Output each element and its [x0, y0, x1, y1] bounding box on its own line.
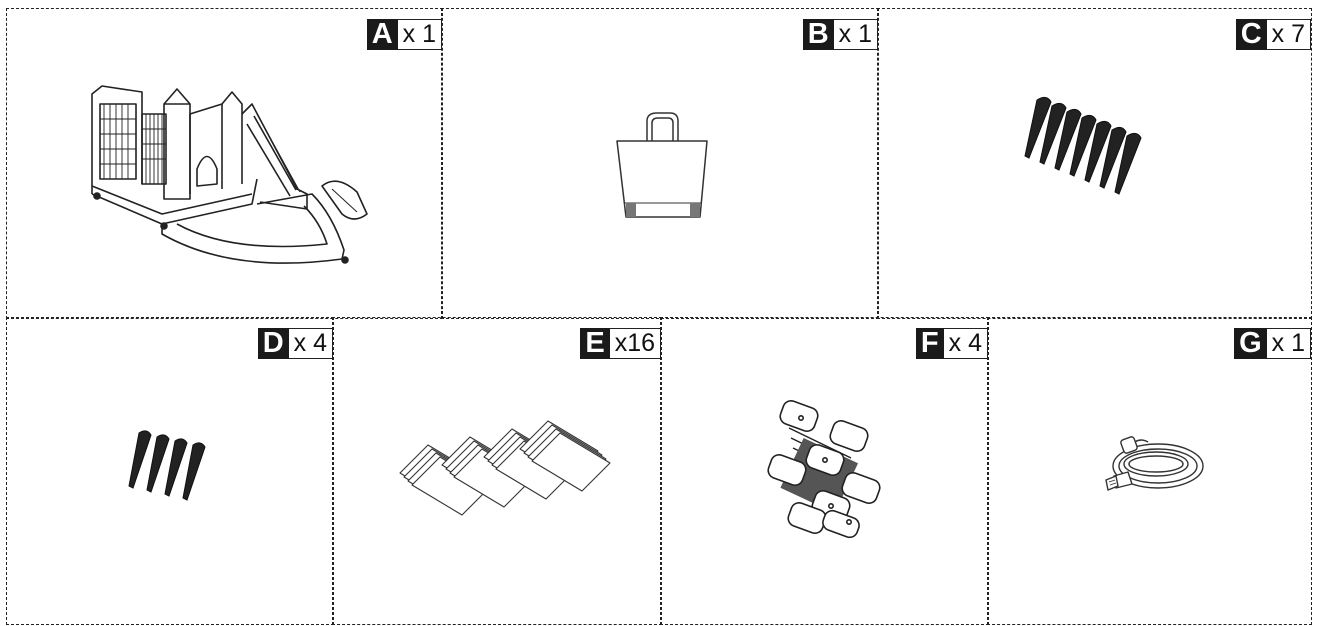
- part-label-c: C x 7: [1236, 19, 1311, 50]
- part-cell-e: E x16: [332, 317, 662, 625]
- part-label-g: G x 1: [1234, 328, 1311, 359]
- part-letter: G: [1234, 328, 1267, 359]
- part-letter: A: [367, 19, 398, 50]
- ground-stakes-icon: [127, 428, 217, 508]
- part-label-d: D x 4: [258, 328, 333, 359]
- storage-bag-icon: [612, 109, 712, 219]
- part-cell-c: C x 7: [877, 8, 1312, 319]
- part-cell-a: A x 1: [6, 8, 443, 319]
- water-hose-icon: [1088, 428, 1208, 503]
- part-label-a: A x 1: [367, 19, 442, 50]
- inflatable-bounce-house-icon: [82, 74, 382, 274]
- part-letter: B: [803, 19, 834, 50]
- part-letter: F: [916, 328, 944, 359]
- part-letter: C: [1236, 19, 1267, 50]
- repair-patches-icon: [398, 423, 613, 533]
- part-quantity: x 1: [1267, 328, 1311, 359]
- part-label-e: E x16: [580, 328, 661, 359]
- part-quantity: x 1: [398, 19, 442, 50]
- part-letter: D: [258, 328, 289, 359]
- part-cell-b: B x 1: [441, 8, 879, 319]
- part-label-b: B x 1: [803, 19, 878, 50]
- part-label-f: F x 4: [916, 328, 988, 359]
- part-quantity: x 1: [834, 19, 878, 50]
- part-quantity: x 4: [944, 328, 988, 359]
- part-cell-d: D x 4: [6, 317, 334, 625]
- part-quantity: x 7: [1267, 19, 1311, 50]
- sandbags-icon: [761, 398, 891, 538]
- part-cell-g: G x 1: [987, 317, 1312, 625]
- part-quantity: x 4: [289, 328, 333, 359]
- part-cell-f: F x 4: [660, 317, 989, 625]
- ground-stakes-icon: [1023, 94, 1153, 219]
- part-quantity: x16: [610, 328, 661, 359]
- part-letter: E: [580, 328, 609, 359]
